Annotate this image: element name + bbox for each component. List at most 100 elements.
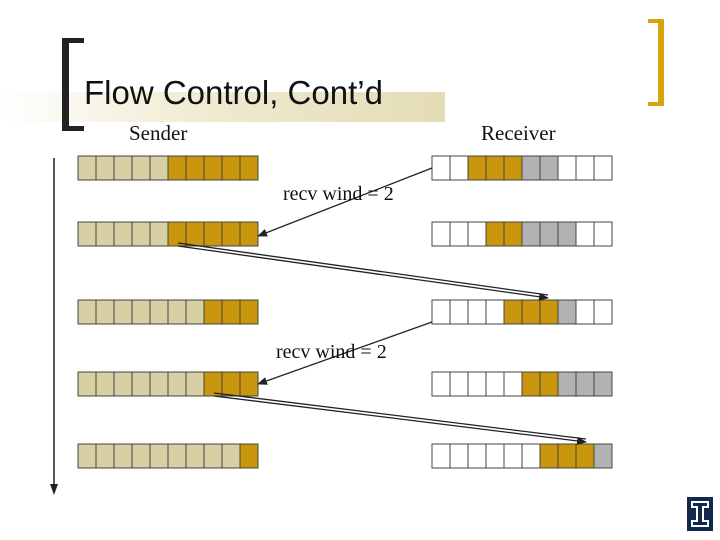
sender-cell-r1-c2 [95,155,115,181]
sender-cell-r4-c8 [203,371,223,397]
receiver-cell-r4-c10 [593,371,613,397]
illinois-logo-glyph [691,501,709,527]
sender-cell-r2-c2 [95,221,115,247]
sender-cell-r3-c1 [77,299,97,325]
receiver-cell-r2-c6 [521,221,541,247]
receiver-cell-r2-c4 [485,221,505,247]
receiver-cell-r5-c1 [431,443,451,469]
right-bracket-bottom [648,102,664,106]
sender-cell-r4-c1 [77,371,97,397]
receiver-cell-r4-c1 [431,371,451,397]
sender-cell-r1-c6 [167,155,187,181]
sender-cell-r2-c10 [239,221,259,247]
receiver-cell-r4-c4 [485,371,505,397]
receiver-cell-r2-c5 [503,221,523,247]
receiver-cell-r5-c3 [467,443,487,469]
sender-cell-r5-c2 [95,443,115,469]
data-arrow-2 [213,395,587,445]
sender-cell-r3-c9 [221,299,241,325]
receiver-cell-r4-c5 [503,371,523,397]
sender-cell-r5-c7 [185,443,205,469]
receiver-cell-r5-c2 [449,443,469,469]
sender-cell-r5-c10 [239,443,259,469]
right-bracket-bar [658,19,664,106]
buffer-cells [77,155,613,469]
sender-cell-r4-c5 [149,371,169,397]
receiver-cell-r1-c3 [467,155,487,181]
sender-cell-r5-c4 [131,443,151,469]
sender-cell-r1-c8 [203,155,223,181]
sender-cell-r1-c10 [239,155,259,181]
receiver-cell-r1-c2 [449,155,469,181]
sender-cell-r5-c9 [221,443,241,469]
sender-cell-r4-c9 [221,371,241,397]
receiver-cell-r5-c10 [593,443,613,469]
receiver-cell-r1-c1 [431,155,451,181]
sender-cell-r4-c3 [113,371,133,397]
data-arrow-1 [177,245,549,301]
receiver-cell-r2-c8 [557,221,577,247]
sender-cell-r4-c4 [131,371,151,397]
receiver-cell-r4-c6 [521,371,541,397]
receiver-cell-r5-c7 [539,443,559,469]
receiver-cell-r1-c10 [593,155,613,181]
left-bracket-bar [62,38,69,131]
sender-cell-r1-c7 [185,155,205,181]
sender-cell-r1-c4 [131,155,151,181]
receiver-cell-r2-c2 [449,221,469,247]
receiver-cell-r3-c9 [575,299,595,325]
receiver-cell-r2-c10 [593,221,613,247]
sender-cell-r5-c8 [203,443,223,469]
receiver-cell-r3-c5 [503,299,523,325]
sender-label: Sender [129,121,188,145]
right-bracket-top [648,19,664,23]
illinois-logo-icon [687,497,713,531]
receiver-cell-r2-c3 [467,221,487,247]
data-arrow-2-shadow [213,392,587,440]
receiver-cell-r1-c4 [485,155,505,181]
left-bracket-icon [62,38,84,131]
recv-window-annotation-1: recv wind = 2 [283,183,394,205]
sender-cell-r3-c8 [203,299,223,325]
sender-cell-r1-c3 [113,155,133,181]
receiver-cell-r1-c7 [539,155,559,181]
sender-cell-r3-c2 [95,299,115,325]
time-axis-arrowhead [50,484,58,495]
receiver-cell-r3-c6 [521,299,541,325]
left-bracket-top [62,38,84,43]
receiver-cell-r5-c4 [485,443,505,469]
receiver-cell-r1-c9 [575,155,595,181]
sender-cell-r1-c9 [221,155,241,181]
sender-cell-r2-c4 [131,221,151,247]
sender-cell-r5-c3 [113,443,133,469]
receiver-cell-r5-c5 [503,443,523,469]
sender-cell-r3-c4 [131,299,151,325]
sender-cell-r2-c3 [113,221,133,247]
ack-arrow-1 [257,167,433,237]
sender-cell-r4-c10 [239,371,259,397]
sender-cell-r3-c6 [167,299,187,325]
data-arrow-1-shadow [177,242,549,296]
receiver-cell-r4-c3 [467,371,487,397]
sender-cell-r5-c1 [77,443,97,469]
receiver-cell-r4-c9 [575,371,595,397]
title-band [0,92,445,122]
sender-cell-r5-c6 [167,443,187,469]
receiver-cell-r1-c6 [521,155,541,181]
sender-cell-r3-c5 [149,299,169,325]
sender-cell-r2-c5 [149,221,169,247]
sender-cell-r1-c5 [149,155,169,181]
sender-cell-r3-c7 [185,299,205,325]
receiver-cell-r4-c2 [449,371,469,397]
receiver-cell-r3-c3 [467,299,487,325]
sender-cell-r5-c5 [149,443,169,469]
receiver-cell-r2-c7 [539,221,559,247]
sender-cell-r4-c2 [95,371,115,397]
sender-cell-r2-c6 [167,221,187,247]
message-arrows [177,167,587,445]
sender-cell-r4-c7 [185,371,205,397]
receiver-cell-r3-c7 [539,299,559,325]
receiver-cell-r1-c5 [503,155,523,181]
slide-title: Flow Control, Cont’d [84,74,383,111]
receiver-cell-r2-c9 [575,221,595,247]
